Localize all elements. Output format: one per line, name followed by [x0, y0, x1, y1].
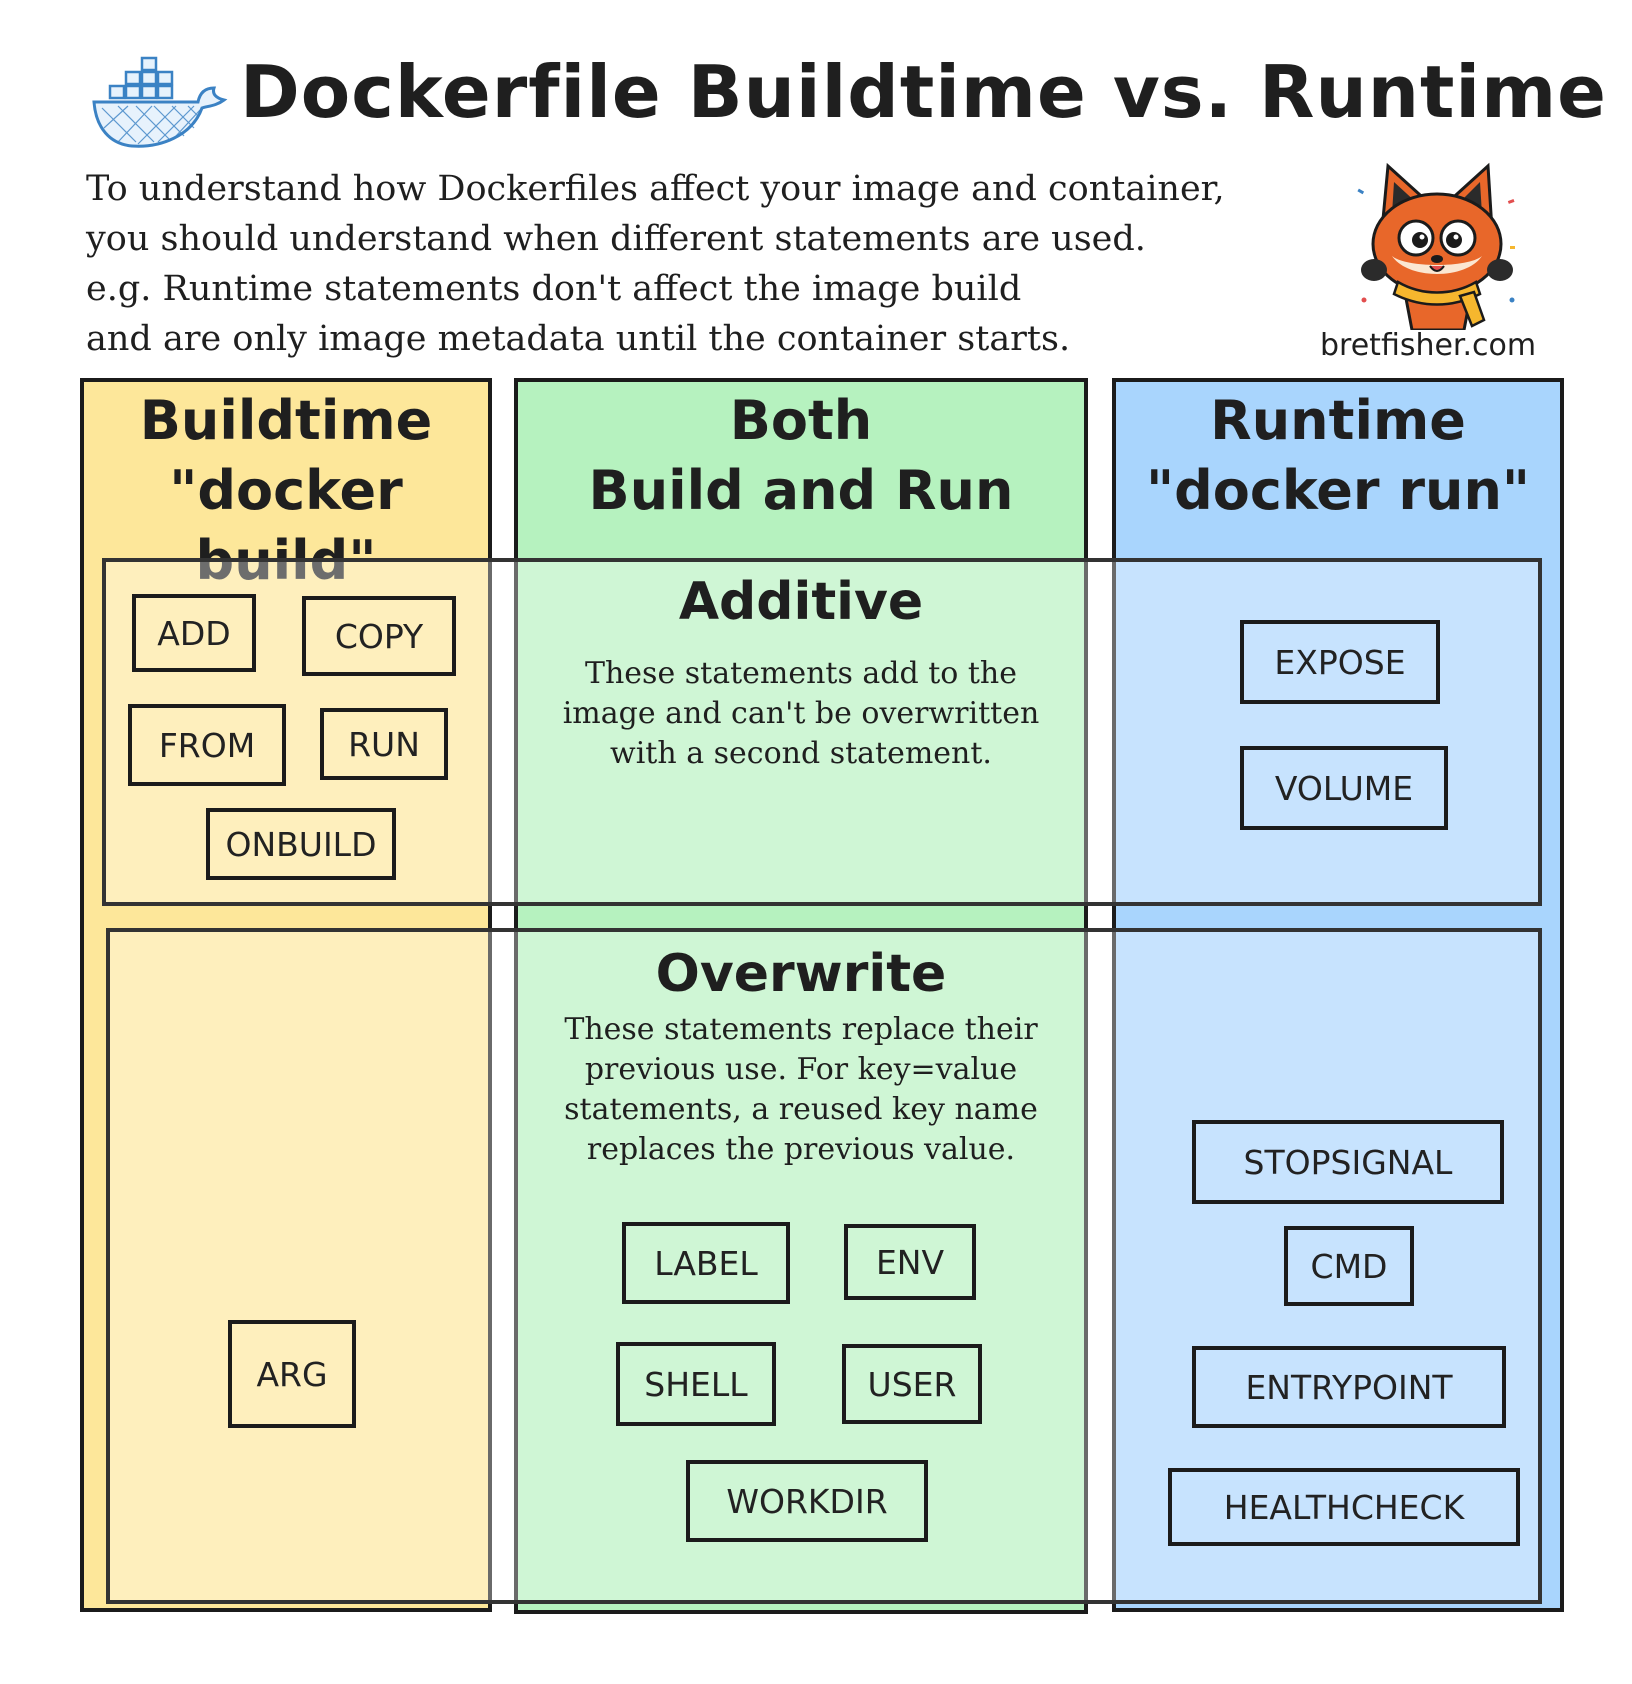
- intro-line-1: To understand how Dockerfiles affect you…: [86, 169, 1225, 209]
- runtime-heading-line1: Runtime: [1210, 389, 1466, 452]
- intro-line-3: e.g. Runtime statements don't affect the…: [86, 269, 1022, 309]
- statement-copy: COPY: [302, 596, 456, 676]
- statement-expose: EXPOSE: [1240, 620, 1440, 704]
- fox-mascot-icon: [1352, 160, 1522, 332]
- statement-run: RUN: [320, 708, 448, 780]
- docker-whale-icon: [88, 48, 230, 152]
- additive-title: Additive: [678, 572, 924, 632]
- statement-from: FROM: [128, 704, 286, 786]
- additive-band: [102, 558, 1542, 906]
- runtime-column: [1112, 378, 1564, 1612]
- statement-workdir: WORKDIR: [686, 1460, 928, 1542]
- additive-description: These statements add to the image and ca…: [514, 654, 1088, 774]
- site-url: bretfisher.com: [1320, 328, 1537, 363]
- both-heading-line2: Build and Run: [588, 459, 1014, 522]
- intro-line-4: and are only image metadata until the co…: [86, 319, 1071, 359]
- statement-entrypoint: ENTRYPOINT: [1192, 1346, 1506, 1428]
- runtime-heading: Runtime "docker run": [1112, 386, 1564, 526]
- statement-user: USER: [842, 1344, 982, 1424]
- overwrite-title: Overwrite: [655, 944, 947, 1004]
- statement-add: ADD: [132, 594, 256, 672]
- statement-healthcheck: HEALTHCHECK: [1168, 1468, 1520, 1546]
- additive-desc-line-1: These statements add to the: [584, 656, 1018, 691]
- statement-arg: ARG: [228, 1320, 356, 1428]
- both-column: [514, 378, 1088, 1614]
- buildtime-heading-line1: Buildtime: [139, 389, 433, 452]
- statement-label: LABEL: [622, 1222, 790, 1304]
- statement-env: ENV: [844, 1224, 976, 1300]
- overwrite-desc-line-1: These statements replace their: [564, 1012, 1038, 1047]
- buildtime-column: [80, 378, 492, 1612]
- statement-cmd: CMD: [1284, 1226, 1414, 1306]
- overwrite-desc-line-4: replaces the previous value.: [586, 1132, 1016, 1167]
- overwrite-description: These statements replace their previous …: [514, 1010, 1088, 1170]
- both-heading: Both Build and Run: [514, 386, 1088, 526]
- page-title: Dockerfile Buildtime vs. Runtime: [240, 50, 1607, 134]
- overwrite-band: [106, 928, 1542, 1604]
- overwrite-desc-line-2: previous use. For key=value: [584, 1052, 1018, 1087]
- overwrite-desc-line-3: statements, a reused key name: [564, 1092, 1038, 1127]
- statement-onbuild: ONBUILD: [206, 808, 396, 880]
- additive-desc-line-2: image and can't be overwritten: [562, 696, 1040, 731]
- both-heading-line1: Both: [729, 389, 873, 452]
- statement-shell: SHELL: [616, 1342, 776, 1426]
- statement-volume: VOLUME: [1240, 746, 1448, 830]
- intro-line-2: you should understand when different sta…: [86, 219, 1146, 259]
- additive-desc-line-3: with a second statement.: [610, 736, 992, 771]
- statement-stopsignal: STOPSIGNAL: [1192, 1120, 1504, 1204]
- runtime-heading-line2: "docker run": [1145, 459, 1531, 522]
